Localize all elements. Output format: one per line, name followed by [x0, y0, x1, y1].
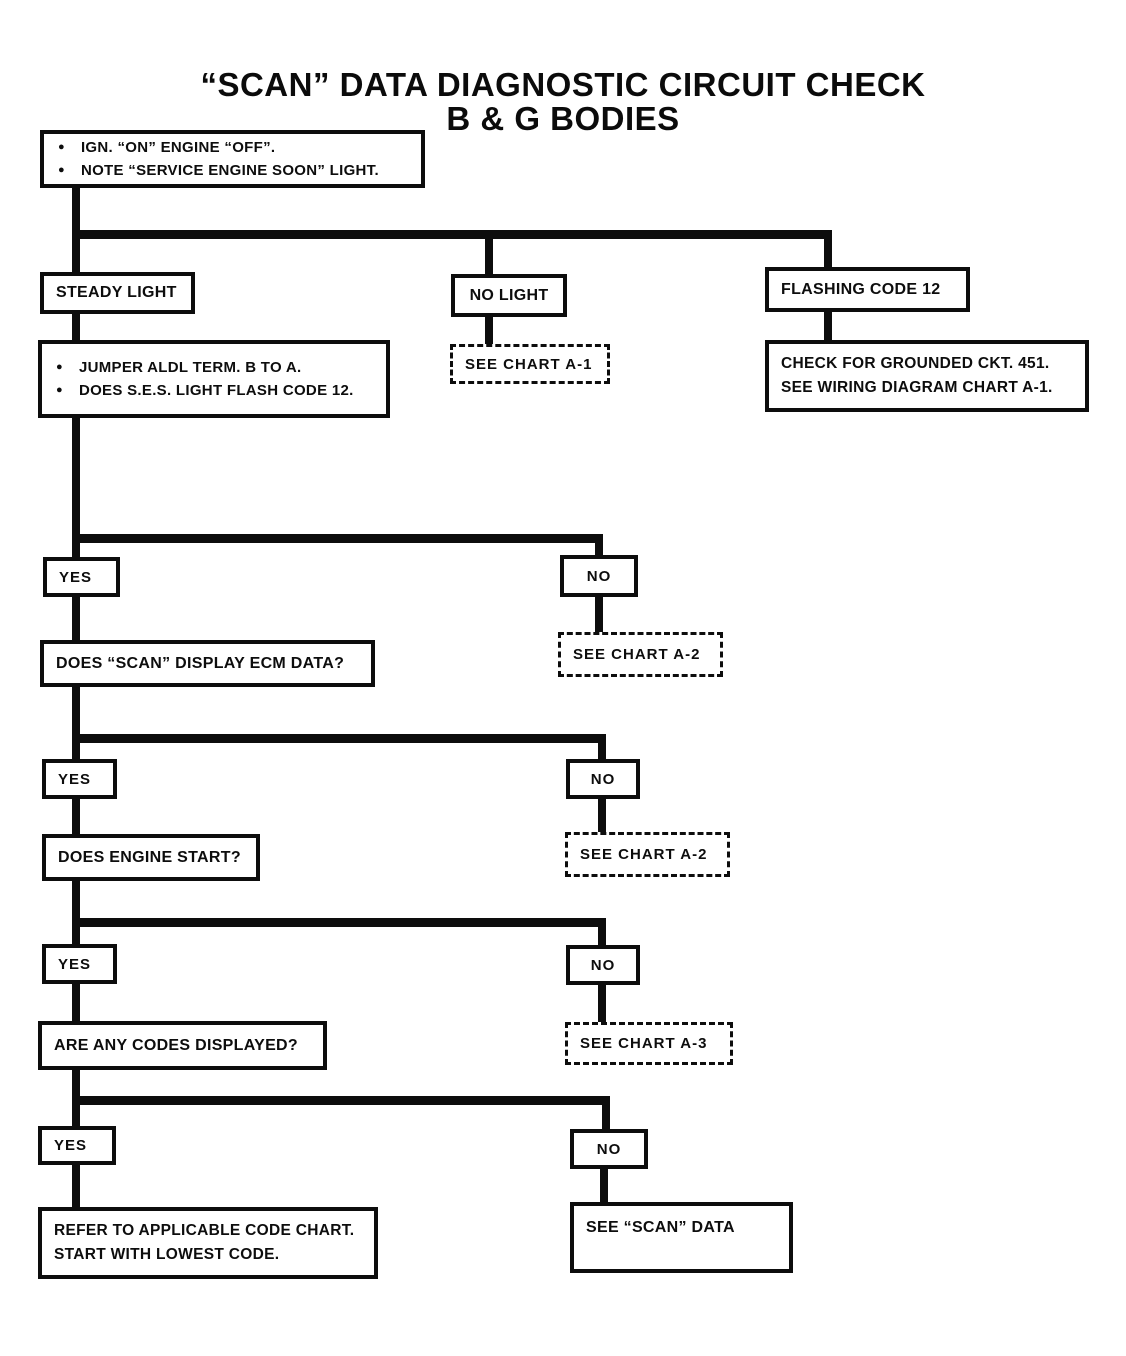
connector-line: [72, 918, 606, 927]
bullet-icon: ●: [58, 164, 65, 176]
refer-code-chart-line-1: REFER TO APPLICABLE CODE CHART.: [54, 1222, 355, 1239]
no-label: NO: [596, 1140, 622, 1158]
connector-line: [824, 230, 832, 270]
bullet-icon: ●: [56, 361, 63, 373]
no-label: NO: [590, 770, 616, 788]
no-node-1: NO: [560, 555, 638, 597]
connector-line: [72, 734, 606, 743]
refer-code-chart-line-2: START WITH LOWEST CODE.: [54, 1246, 280, 1263]
connector-line: [595, 595, 603, 635]
see-chart-a3-label: SEE CHART A-3: [580, 1035, 708, 1052]
bullet-icon: ●: [56, 384, 63, 396]
start-step-1: IGN. “ON” ENGINE “OFF”.: [80, 139, 276, 156]
connector-line: [72, 311, 80, 343]
engine-start-node: DOES ENGINE START?: [42, 834, 260, 881]
start-node: ● IGN. “ON” ENGINE “OFF”. ● NOTE “SERVIC…: [40, 130, 425, 188]
connector-line: [72, 416, 80, 560]
codes-displayed-node: ARE ANY CODES DISPLAYED?: [38, 1021, 327, 1070]
scan-display-ecm-label: DOES “SCAN” DISPLAY ECM DATA?: [56, 654, 345, 672]
see-scan-data-node: SEE “SCAN” DATA: [570, 1202, 793, 1273]
connector-line: [598, 983, 606, 1025]
see-chart-a2-node-2: SEE CHART A-2: [565, 832, 730, 877]
check-grounded-node: CHECK FOR GROUNDED CKT. 451. SEE WIRING …: [765, 340, 1089, 412]
connector-line: [72, 230, 832, 239]
see-chart-a2-label: SEE CHART A-2: [573, 646, 701, 663]
see-chart-a2-node-1: SEE CHART A-2: [558, 632, 723, 677]
connector-line: [598, 734, 606, 762]
yes-node-4: YES: [38, 1126, 116, 1165]
connector-line: [72, 1163, 80, 1210]
yes-label: YES: [54, 1137, 88, 1154]
yes-label: YES: [58, 955, 92, 973]
see-chart-a1-node: SEE CHART A-1: [450, 344, 610, 384]
connector-line: [72, 796, 80, 838]
see-scan-data-label: SEE “SCAN” DATA: [586, 1219, 735, 1236]
yes-label: YES: [58, 770, 92, 788]
connector-line: [824, 309, 832, 343]
engine-start-label: DOES ENGINE START?: [58, 848, 241, 866]
check-grounded-line-1: CHECK FOR GROUNDED CKT. 451.: [781, 355, 1050, 372]
connector-line: [72, 534, 603, 543]
steady-light-label: STEADY LIGHT: [56, 284, 177, 301]
scan-display-ecm-node: DOES “SCAN” DISPLAY ECM DATA?: [40, 640, 375, 687]
no-node-4: NO: [570, 1129, 648, 1169]
no-node-2: NO: [566, 759, 640, 799]
codes-displayed-label: ARE ANY CODES DISPLAYED?: [54, 1036, 298, 1054]
connector-line: [602, 1096, 610, 1132]
connector-line: [598, 796, 606, 835]
connector-line: [598, 918, 606, 948]
yes-node-3: YES: [42, 944, 117, 984]
bullet-icon: ●: [58, 141, 65, 153]
connector-line: [72, 1096, 610, 1105]
refer-code-chart-node: REFER TO APPLICABLE CODE CHART. START WI…: [38, 1207, 378, 1279]
check-grounded-line-2: SEE WIRING DIAGRAM CHART A-1.: [781, 379, 1053, 396]
connector-line: [485, 235, 493, 277]
start-step-2: NOTE “SERVICE ENGINE SOON” LIGHT.: [80, 162, 379, 179]
jumper-aldl-node: ● JUMPER ALDL TERM. B TO A. ● DOES S.E.S…: [38, 340, 390, 418]
connector-line: [72, 879, 80, 947]
no-light-node: NO LIGHT: [451, 274, 567, 317]
connector-line: [600, 1167, 608, 1205]
no-light-label: NO LIGHT: [469, 286, 549, 304]
flashing-code-12-node: FLASHING CODE 12: [765, 267, 970, 312]
yes-label: YES: [59, 568, 93, 586]
connector-line: [72, 685, 80, 762]
jumper-step-1: JUMPER ALDL TERM. B TO A.: [78, 359, 302, 376]
yes-node-1: YES: [43, 557, 120, 597]
flashing-code-12-label: FLASHING CODE 12: [781, 280, 941, 298]
see-chart-a3-node: SEE CHART A-3: [565, 1022, 733, 1065]
connector-line: [72, 595, 80, 643]
page-subtitle: B & G BODIES: [446, 100, 680, 137]
yes-node-2: YES: [42, 759, 117, 799]
steady-light-node: STEADY LIGHT: [40, 272, 195, 314]
see-chart-a2-label: SEE CHART A-2: [580, 846, 708, 863]
see-chart-a1-label: SEE CHART A-1: [465, 355, 593, 373]
page-title: “SCAN” DATA DIAGNOSTIC CIRCUIT CHECK: [200, 66, 926, 103]
connector-line: [485, 314, 493, 347]
connector-line: [72, 982, 80, 1024]
jumper-step-2: DOES S.E.S. LIGHT FLASH CODE 12.: [78, 382, 354, 399]
connector-line: [595, 534, 603, 558]
no-label: NO: [586, 567, 612, 585]
no-label: NO: [590, 956, 616, 974]
no-node-3: NO: [566, 945, 640, 985]
